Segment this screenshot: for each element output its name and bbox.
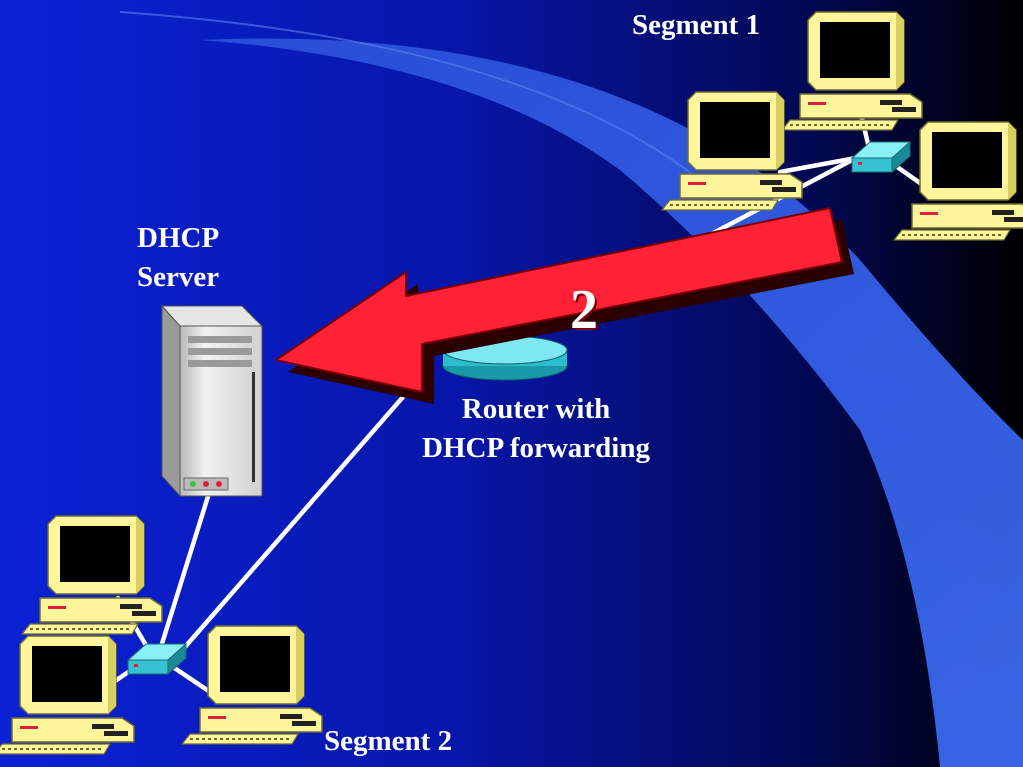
dhcp-server-icon [160,304,264,498]
red-arrow-icon [275,207,854,404]
dhcp-server-label-line1: DHCP [137,222,220,254]
router-label-line1: Router with [461,393,611,425]
segment1-label: Segment 1 [632,9,761,41]
dhcp-server-label-line2: Server [137,261,220,293]
step-number-label: 2 [570,279,598,341]
router-label-line2: DHCP forwarding [422,432,650,464]
segment2-computer-left-icon [0,635,135,755]
router-icon [442,335,568,381]
segment2-label: Segment 2 [324,725,453,757]
decorative-curve-line [119,11,701,181]
